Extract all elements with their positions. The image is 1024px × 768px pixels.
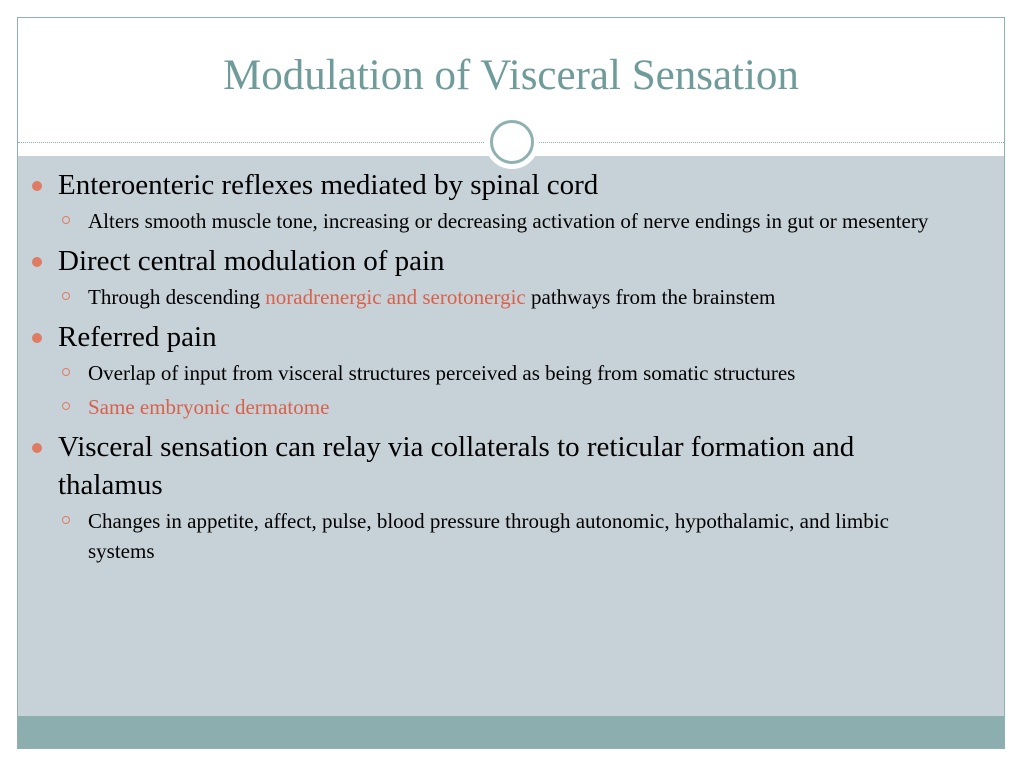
bullet-text: Visceral sensation can relay via collate… <box>58 431 855 501</box>
footer-bar <box>18 716 1004 748</box>
bullet-dot-icon <box>32 257 42 267</box>
bullet-dot-icon <box>32 333 42 343</box>
sub-bullet-accent-text: Same embryonic dermatome <box>88 395 330 419</box>
bullet-dot-icon <box>32 181 42 191</box>
sub-bullet-text-pre: Through descending <box>88 285 266 309</box>
bullet-item: Enteroenteric reflexes mediated by spina… <box>32 166 932 204</box>
bullet-text: Referred pain <box>58 321 217 353</box>
bullet-item: Visceral sensation can relay via collate… <box>32 428 932 504</box>
circle-ornament-icon <box>485 115 539 169</box>
sub-bullet-item: Overlap of input from visceral structure… <box>32 358 932 388</box>
slide-title: Modulation of Visceral Sensation <box>223 52 799 99</box>
bullet-list: Enteroenteric reflexes mediated by spina… <box>32 160 932 570</box>
sub-bullet-item: Through descending noradrenergic and ser… <box>32 282 932 312</box>
bullet-ring-icon <box>62 516 70 524</box>
sub-bullet-accent-text: noradrenergic and serotonergic <box>265 285 526 309</box>
sub-bullet-text: Overlap of input from visceral structure… <box>88 361 796 385</box>
sub-bullet-text: Alters smooth muscle tone, increasing or… <box>88 209 929 233</box>
bullet-item: Direct central modulation of pain <box>32 242 932 280</box>
slide-frame: Modulation of Visceral Sensation <box>17 17 1005 749</box>
sub-bullet-text: Changes in appetite, affect, pulse, bloo… <box>88 509 889 563</box>
bullet-text: Enteroenteric reflexes mediated by spina… <box>58 169 599 201</box>
circle-ring <box>490 120 534 164</box>
bullet-ring-icon <box>62 368 70 376</box>
bullet-ring-icon <box>62 292 70 300</box>
sub-bullet-item: Same embryonic dermatome <box>32 392 932 422</box>
bullet-item: Referred pain <box>32 318 932 356</box>
content-area <box>18 156 1004 716</box>
bullet-ring-icon <box>62 216 70 224</box>
bullet-ring-icon <box>62 402 70 410</box>
bullet-text: Direct central modulation of pain <box>58 245 445 277</box>
sub-bullet-item: Changes in appetite, affect, pulse, bloo… <box>32 506 932 566</box>
sub-bullet-text-post: pathways from the brainstem <box>525 285 776 309</box>
sub-bullet-item: Alters smooth muscle tone, increasing or… <box>32 206 932 236</box>
bullet-dot-icon <box>32 443 42 453</box>
